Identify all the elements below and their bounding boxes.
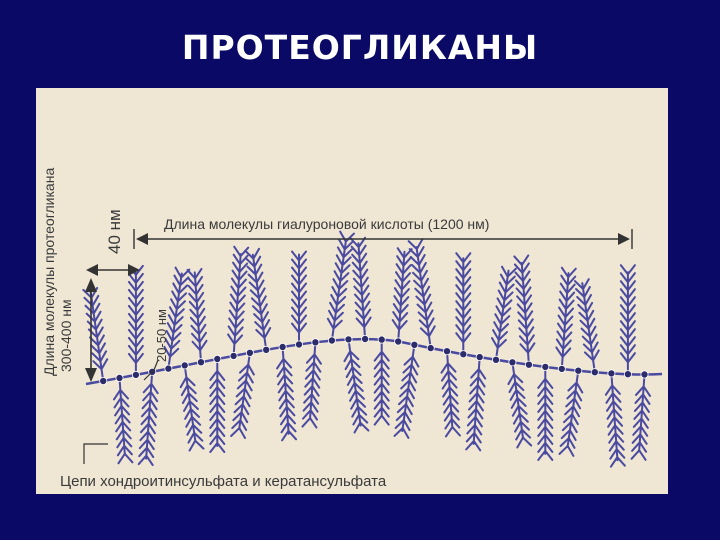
proteoglycan-length-label: Длина молекулы протеогликана [41, 168, 57, 376]
proteoglycan-chain [245, 249, 273, 351]
link-node [624, 371, 631, 378]
link-node [214, 355, 221, 362]
link-node [230, 352, 237, 359]
link-node [165, 365, 172, 372]
link-node [378, 336, 385, 343]
link-node [132, 371, 139, 378]
slide-title: ПРОТЕОГЛИКАНЫ [0, 28, 720, 67]
link-node [427, 345, 434, 352]
proteoglycan-chain [139, 371, 159, 465]
proteoglycan-chain [604, 373, 624, 467]
proteoglycan-chain [231, 352, 257, 438]
proteoglycan-chain [351, 238, 372, 340]
proteoglycan-chain [489, 267, 516, 361]
proteoglycan-diagram: Длина молекулы протеогликана 300-400 нм … [36, 88, 668, 494]
proteoglycan-chain [276, 347, 296, 441]
proteoglycan-chain [113, 378, 133, 464]
link-node [246, 349, 253, 356]
proteoglycan-chain [83, 288, 110, 382]
link-node [100, 377, 107, 384]
proteoglycan-chain [342, 338, 369, 432]
spacing-arrow [86, 264, 140, 276]
link-node [197, 359, 204, 366]
proteoglycan-length-value: 300-400 нм [58, 299, 74, 372]
hyaluronic-length-arrow [134, 229, 632, 249]
link-node [509, 359, 516, 366]
proteoglycan-chain [129, 266, 143, 375]
proteoglycan-chain [395, 344, 422, 438]
link-node [345, 336, 352, 343]
link-node [395, 338, 402, 345]
link-node [362, 335, 369, 342]
link-node [460, 351, 467, 358]
link-node [116, 374, 123, 381]
link-node [542, 363, 549, 370]
spacing-label: 40 нм [105, 209, 124, 254]
link-node [312, 339, 319, 346]
link-node [591, 369, 598, 376]
chain-length-label: 20-50 нм [154, 309, 169, 362]
link-node [641, 371, 648, 378]
proteoglycan-chain [621, 265, 635, 374]
proteoglycan-chain [560, 370, 586, 456]
link-node [443, 348, 450, 355]
link-node [295, 341, 302, 348]
proteoglycan-chain [575, 279, 602, 373]
proteoglycan-chain [188, 269, 208, 363]
proteoglycan-chain [292, 252, 306, 345]
hyaluronic-length-label: Длина молекулы гиалуроновой кислоты (120… [164, 216, 489, 232]
diagram-svg: Длина молекулы протеогликана 300-400 нм … [36, 88, 668, 494]
proteoglycan-chain [440, 351, 460, 437]
proteoglycan-chain [391, 248, 411, 342]
link-node [558, 365, 565, 372]
link-node [181, 362, 188, 369]
proteoglycan-chain [632, 374, 652, 460]
link-node [608, 370, 615, 377]
proteoglycan-chain [227, 247, 249, 357]
link-node [263, 346, 270, 353]
link-node [575, 367, 582, 374]
link-node [492, 356, 499, 363]
proteoglycan-chain [409, 239, 438, 349]
proteoglycan-chain [456, 253, 470, 354]
proteoglycan-chain [538, 367, 552, 460]
link-node [411, 341, 418, 348]
proteoglycan-chain [514, 255, 536, 365]
link-node [476, 354, 483, 361]
proteoglycan-chain [325, 232, 354, 342]
link-node [328, 337, 335, 344]
link-protein-nodes [100, 335, 649, 384]
proteoglycan-chain [210, 359, 224, 452]
proteoglycan-chain [505, 361, 531, 447]
proteoglycan-chain [555, 268, 576, 370]
link-node [279, 343, 286, 350]
proteoglycan-chain [375, 340, 389, 425]
link-node [525, 361, 532, 368]
chains-label: Цепи хондроитинсульфата и кератансульфат… [60, 473, 387, 490]
proteoglycan-chain [466, 357, 486, 451]
proteoglycan-chain [302, 342, 322, 428]
chains-label-pointer [84, 444, 108, 464]
proteoglycan-chain [178, 364, 204, 450]
